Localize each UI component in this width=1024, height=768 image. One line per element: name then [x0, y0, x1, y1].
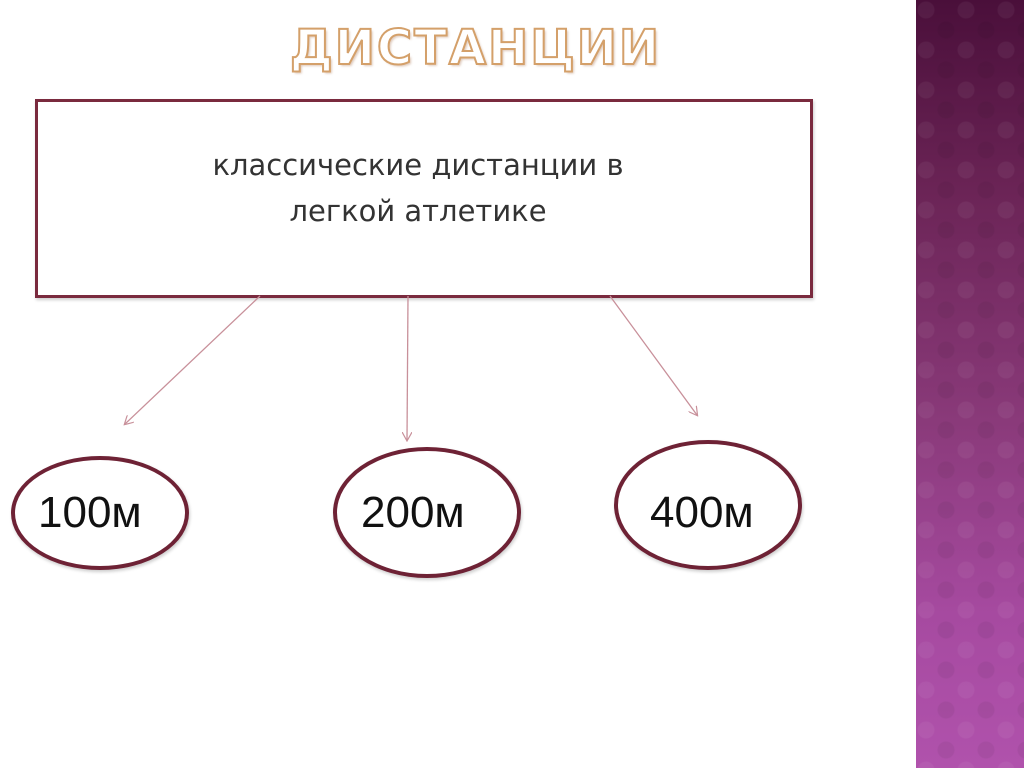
- side-band-pattern: [916, 0, 1024, 768]
- child-label-200m: 200м: [361, 488, 465, 537]
- root-node-label: классические дистанции в легкой атлетике: [212, 148, 624, 228]
- arrow-to-400m: [609, 295, 697, 415]
- child-label-100m: 100м: [38, 488, 142, 537]
- arrow-to-200m: [407, 295, 408, 440]
- child-node-400m: [614, 440, 802, 570]
- child-node-100m: [11, 456, 189, 570]
- child-label-400m: 400м: [650, 488, 754, 537]
- decorative-side-band: [912, 0, 1024, 768]
- slide-title: ДИСТАНЦИИ: [289, 19, 662, 77]
- arrow-to-100m: [125, 295, 261, 424]
- child-node-200m: [333, 447, 521, 578]
- root-node-box: классические дистанции в легкой атлетике: [35, 99, 813, 298]
